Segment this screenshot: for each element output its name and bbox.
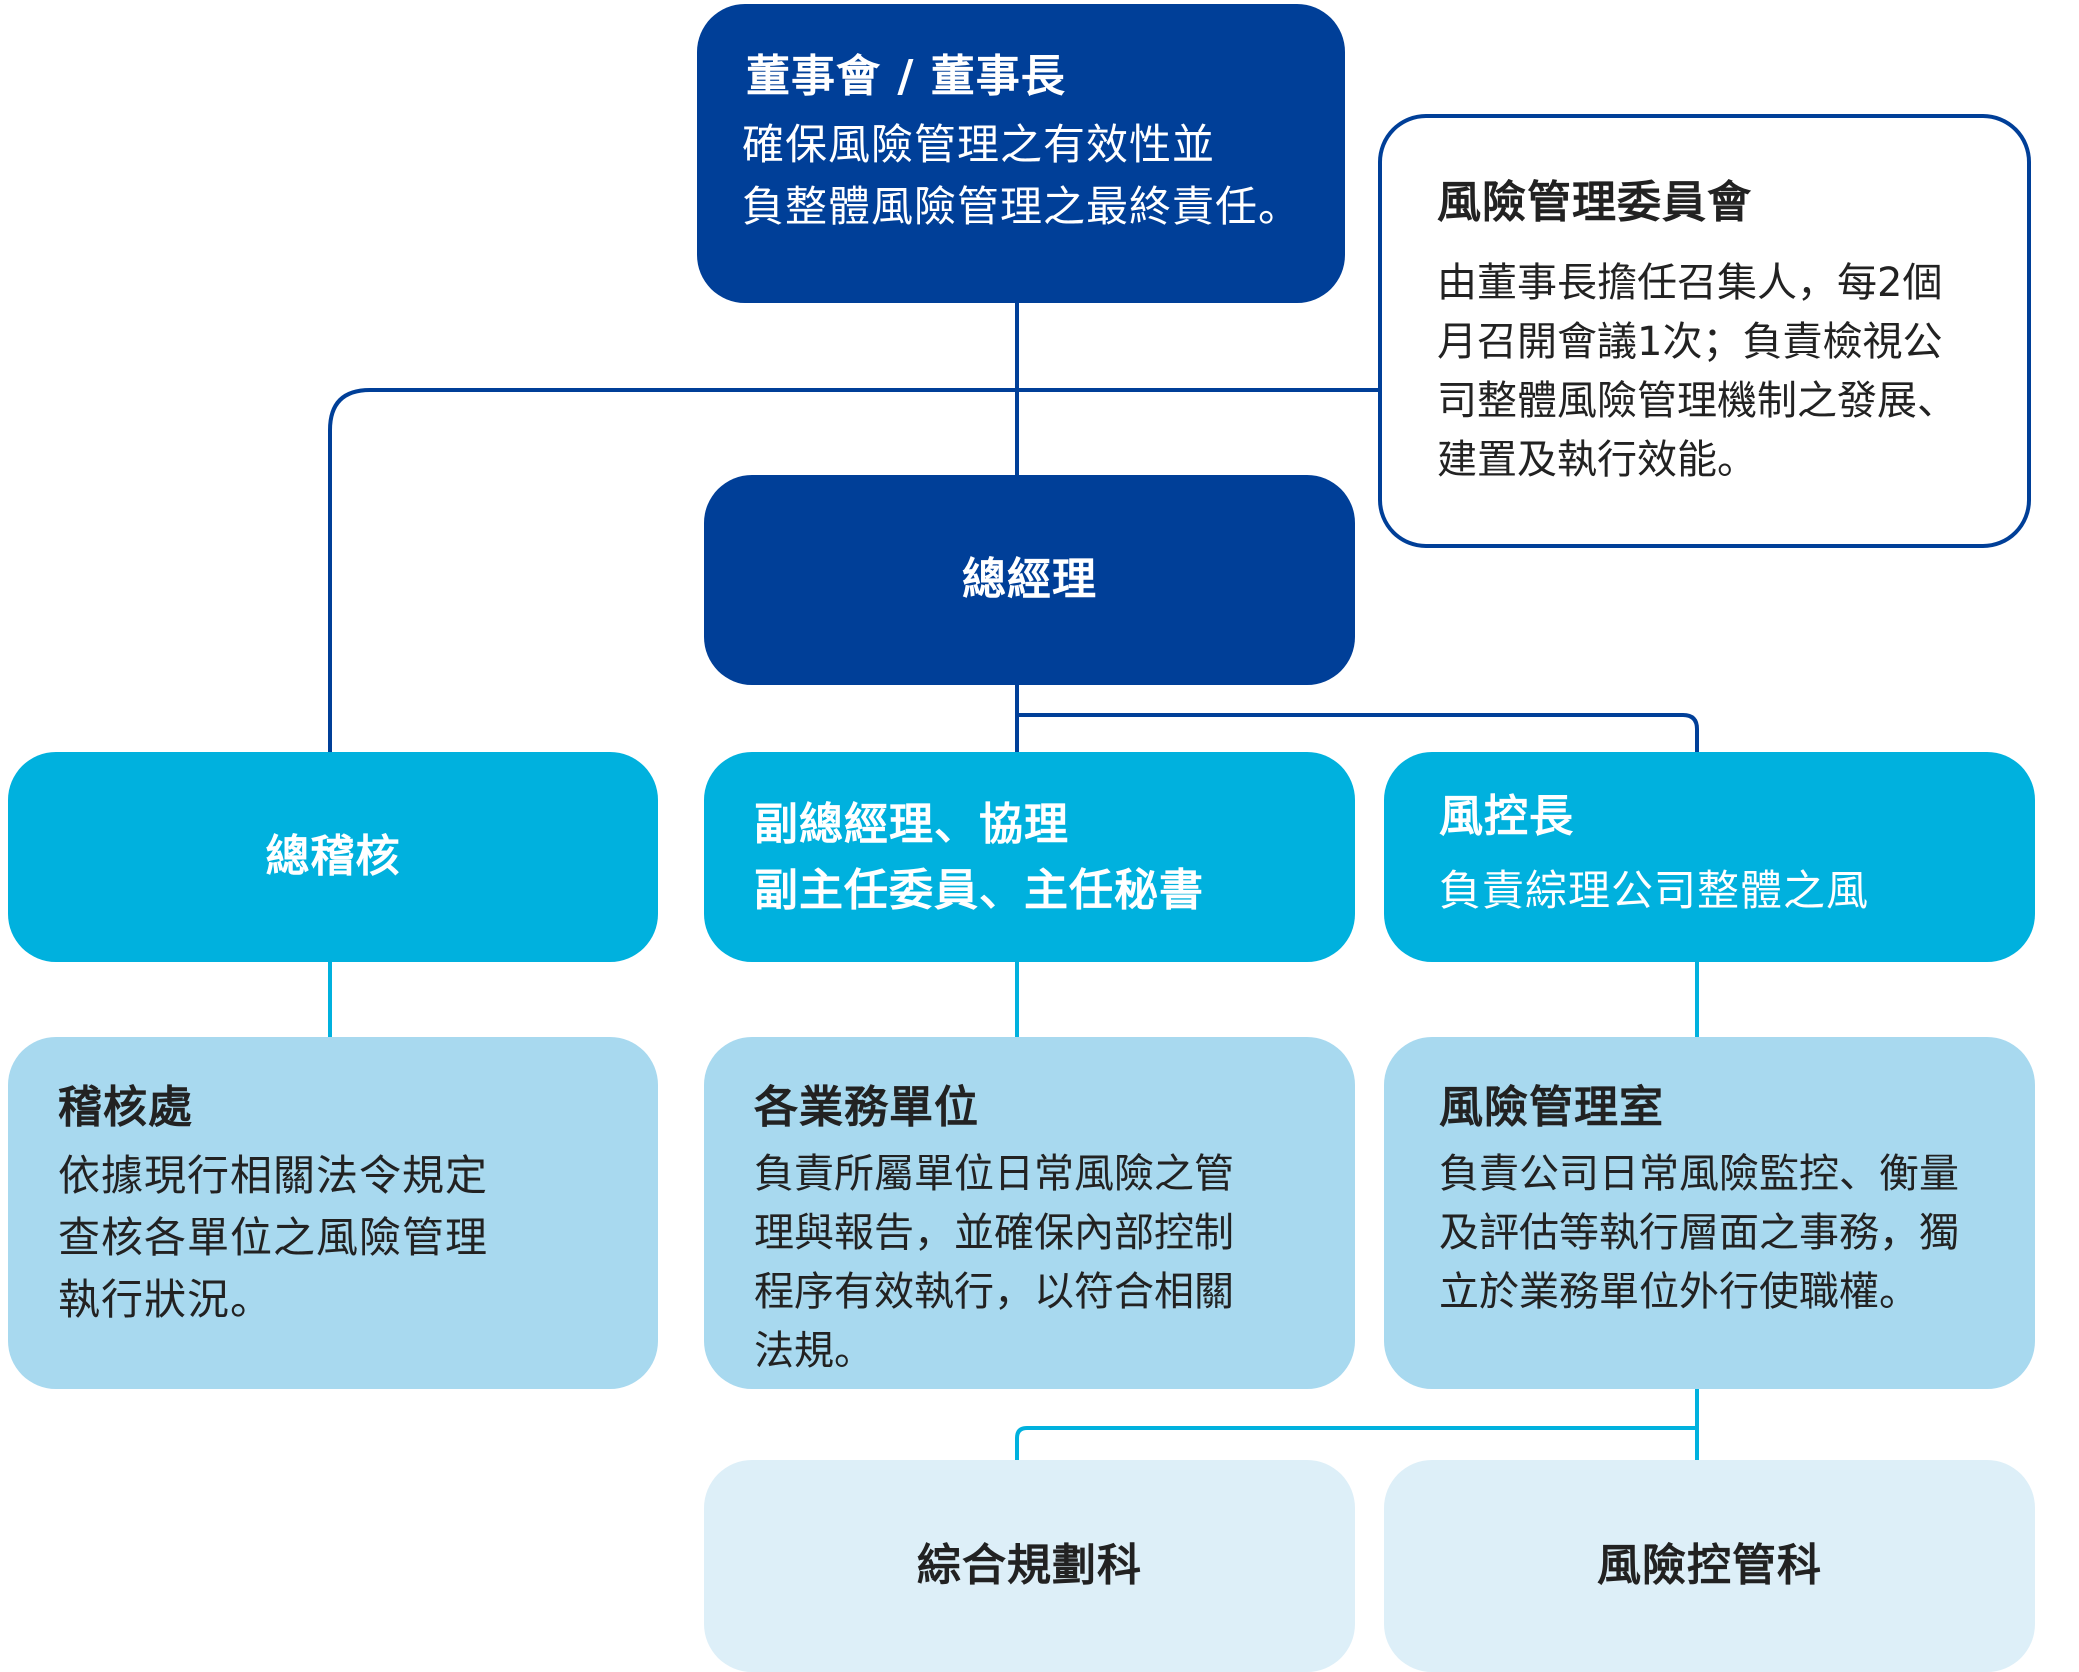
audit-office-desc: 依據現行相關法令規定 查核各單位之風險管理 執行狀況。: [58, 1145, 658, 1331]
chief-risk-officer-title: 風控長: [1439, 791, 1574, 842]
deputy-gm-title: 副總經理、協理 副主任委員、主任秘書: [754, 792, 1355, 924]
risk-office-box: 風險管理室 負責公司日常風險監控、衡量 及評估等執行層面之事務，獨 立於業務單位…: [1384, 1037, 2035, 1389]
planning-section-box: 綜合規劃科: [704, 1460, 1355, 1672]
risk-office-desc-line: 立於業務單位外行使職權。: [1439, 1269, 1919, 1315]
board-desc-line: 負整體風險管理之最終責任。: [742, 182, 1302, 231]
business-units-desc-line: 法規。: [754, 1328, 874, 1374]
risk-control-section-box: 風險控管科: [1384, 1460, 2035, 1672]
board-box: 董事會 / 董事長 確保風險管理之有效性並 負整體風險管理之最終責任。: [697, 4, 1345, 303]
chief-risk-officer-box: 風控長 負責綜理公司整體之風: [1384, 752, 2035, 962]
risk-committee-desc-line: 司整體風險管理機制之發展、: [1437, 378, 1957, 424]
audit-office-title: 稽核處: [58, 1082, 193, 1133]
deputy-gm-title-line: 副總經理、協理: [754, 799, 1069, 850]
deputy-gm-title-line: 副主任委員、主任秘書: [754, 865, 1204, 916]
risk-committee-desc-line: 建置及執行效能。: [1437, 437, 1757, 483]
general-manager-box: 總經理: [704, 475, 1355, 685]
line-gm-to-cro: [1017, 713, 1699, 752]
risk-office-title: 風險管理室: [1439, 1082, 1664, 1133]
business-units-box: 各業務單位 負責所屬單位日常風險之管 理與報告，並確保內部控制 程序有效執行，以…: [704, 1037, 1355, 1389]
audit-office-desc-line: 依據現行相關法令規定: [58, 1151, 489, 1200]
risk-office-desc-line: 及評估等執行層面之事務，獨: [1439, 1210, 1959, 1256]
audit-office-desc-line: 查核各單位之風險管理: [58, 1213, 489, 1262]
audit-office-desc-line: 執行狀況。: [58, 1275, 274, 1324]
risk-office-desc: 負責公司日常風險監控、衡量 及評估等執行層面之事務，獨 立於業務單位外行使職權。: [1439, 1145, 2035, 1322]
risk-committee-box: 風險管理委員會 由董事長擔任召集人，每2個 月召開會議1次；負責檢視公 司整體風…: [1378, 114, 2031, 548]
line-sections-bridge: [1015, 1426, 1697, 1460]
risk-committee-title: 風險管理委員會: [1437, 177, 1752, 228]
general-manager-title: 總經理: [962, 554, 1097, 605]
chief-auditor-title: 總稽核: [265, 831, 401, 882]
risk-committee-desc-line: 月召開會議1次；負責檢視公: [1437, 319, 1943, 365]
business-units-desc-line: 程序有效執行，以符合相關: [754, 1269, 1234, 1315]
board-desc: 確保風險管理之有效性並 負整體風險管理之最終責任。: [742, 114, 1345, 238]
business-units-desc: 負責所屬單位日常風險之管 理與報告，並確保內部控制 程序有效執行，以符合相關 法…: [754, 1145, 1355, 1381]
chief-auditor-box: 總稽核: [8, 752, 658, 962]
board-title: 董事會 / 董事長: [746, 51, 1066, 102]
business-units-desc-line: 理與報告，並確保內部控制: [754, 1210, 1234, 1256]
risk-committee-desc-line: 由董事長擔任召集人，每2個: [1437, 260, 1943, 306]
risk-control-section-title: 風險控管科: [1597, 1540, 1822, 1591]
line-committee-to-auditor: [328, 388, 1378, 752]
chief-risk-officer-desc: 負責綜理公司整體之風: [1439, 866, 1870, 915]
risk-office-desc-line: 負責公司日常風險監控、衡量: [1439, 1151, 1959, 1197]
deputy-gm-box: 副總經理、協理 副主任委員、主任秘書: [704, 752, 1355, 962]
board-desc-line: 確保風險管理之有效性並: [742, 120, 1216, 169]
risk-committee-desc: 由董事長擔任召集人，每2個 月召開會議1次；負責檢視公 司整體風險管理機制之發展…: [1437, 254, 2027, 490]
planning-section-title: 綜合規劃科: [917, 1540, 1142, 1591]
business-units-title: 各業務單位: [754, 1082, 979, 1133]
business-units-desc-line: 負責所屬單位日常風險之管: [754, 1151, 1234, 1197]
audit-office-box: 稽核處 依據現行相關法令規定 查核各單位之風險管理 執行狀況。: [8, 1037, 658, 1389]
